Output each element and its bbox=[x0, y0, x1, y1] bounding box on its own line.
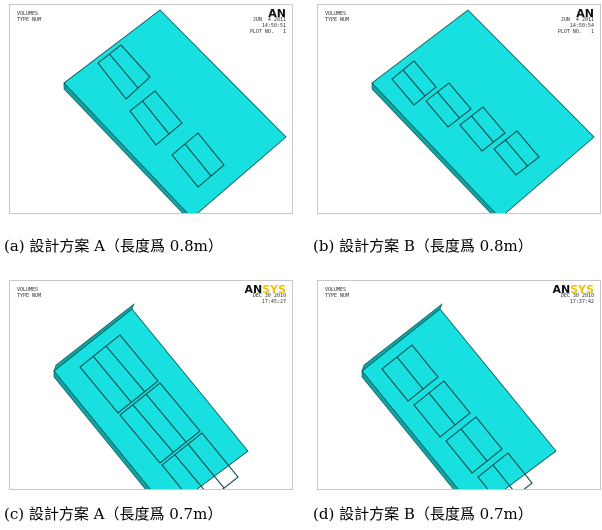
header-right: DEC 30 2010 17:45:27 bbox=[252, 293, 286, 305]
fe-model-a bbox=[63, 9, 287, 213]
caption-c: (c) 設計方案 A（長度爲 0.7m） bbox=[4, 505, 223, 523]
header-left: VOLUMES TYPE NUM bbox=[17, 287, 42, 299]
fe-model-c bbox=[53, 303, 249, 489]
caption-a: (a) 設計方案 A（長度爲 0.8m） bbox=[4, 237, 223, 255]
ansys-logo: AN bbox=[268, 7, 286, 20]
header-right: DEC 30 2010 17:37:42 bbox=[560, 293, 594, 305]
header-left: VOLUMES TYPE NUM bbox=[17, 11, 42, 23]
header-right: JUN 4 2011 14:50:51 PLOT NO. 1 bbox=[249, 17, 286, 35]
header-right: JUN 4 2011 14:50:54 PLOT NO. 1 bbox=[557, 17, 594, 35]
fe-model-b bbox=[371, 9, 595, 213]
ansys-panel-d: VOLUMES TYPE NUM ANSYS DEC 30 2010 17:37… bbox=[317, 280, 601, 490]
caption-b: (b) 設計方案 B（長度爲 0.8m） bbox=[313, 237, 533, 255]
ansys-panel-c: VOLUMES TYPE NUM ANSYS DEC 30 2010 17:45… bbox=[9, 280, 293, 490]
ansys-logo: AN bbox=[576, 7, 594, 20]
caption-d: (d) 設計方案 B（長度爲 0.7m） bbox=[313, 505, 533, 523]
ansys-logo: ANSYS bbox=[244, 283, 286, 296]
header-left: VOLUMES TYPE NUM bbox=[325, 287, 350, 299]
header-left: VOLUMES TYPE NUM bbox=[325, 11, 350, 23]
ansys-logo: ANSYS bbox=[552, 283, 594, 296]
fe-model-d bbox=[361, 303, 557, 489]
ansys-panel-a: VOLUMES TYPE NUM AN JUN 4 2011 14:50:51 … bbox=[9, 4, 293, 214]
ansys-panel-b: VOLUMES TYPE NUM AN JUN 4 2011 14:50:54 … bbox=[317, 4, 601, 214]
